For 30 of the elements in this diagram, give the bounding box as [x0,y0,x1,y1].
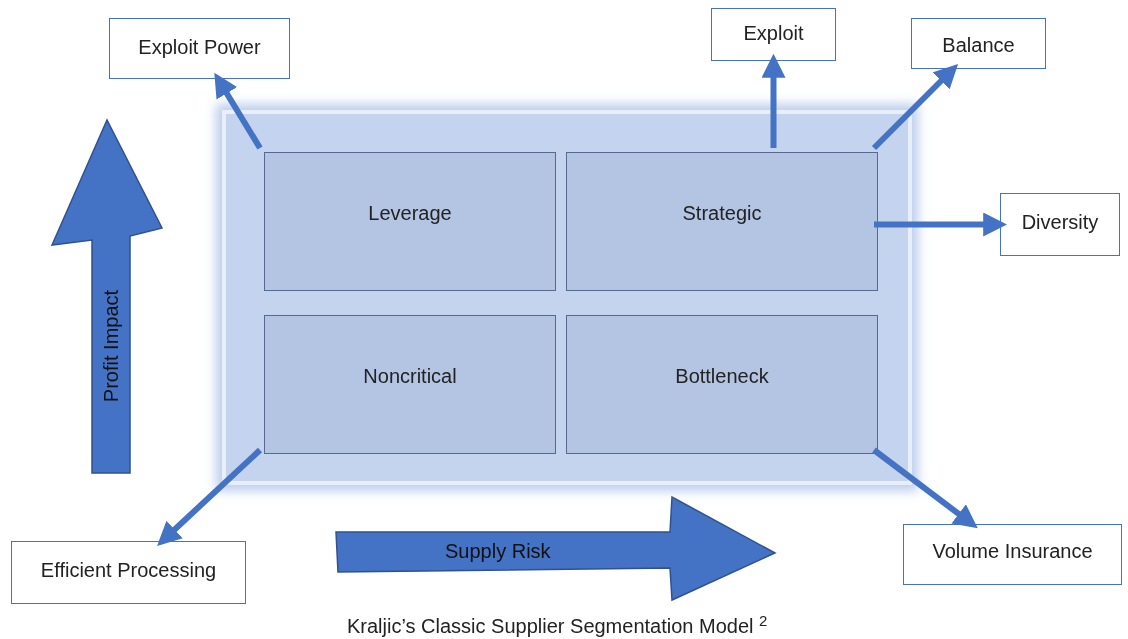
strategy-label: Balance [942,33,1015,58]
quadrant-label: Leverage [368,201,452,226]
quadrant-box [566,315,878,454]
arrow [761,53,786,148]
quadrant-label: Strategic [682,201,762,226]
quadrant-label: Bottleneck [675,364,769,389]
strategy-box [11,541,246,604]
strategy-label: Exploit [743,21,804,46]
quadrant-box [264,315,556,454]
quadrant-box [264,152,556,291]
strategy-label: Exploit Power [138,35,261,60]
axis-label: Profit Impact [99,289,123,403]
quadrant-label: Noncritical [363,364,457,389]
strategy-box [911,18,1046,69]
matrix-panel [222,110,912,485]
strategy-label: Efficient Processing [40,558,217,583]
strategy-box [1000,193,1120,256]
arrow [214,72,263,150]
strategy-label: Diversity [1021,210,1099,235]
strategy-box [903,524,1122,585]
caption: Kraljic’s Classic Supplier Segmentation Model $^{2}$ [347,611,768,639]
arrow [871,63,959,151]
strategy-label: Volume Insurance [932,539,1093,564]
quadrant-box [566,152,878,291]
arrow [872,447,978,529]
strategy-box [711,8,836,61]
strategy-box [109,18,290,79]
arrow [874,212,1008,237]
axis-label: Supply Risk [445,539,551,564]
arrow [157,447,263,546]
